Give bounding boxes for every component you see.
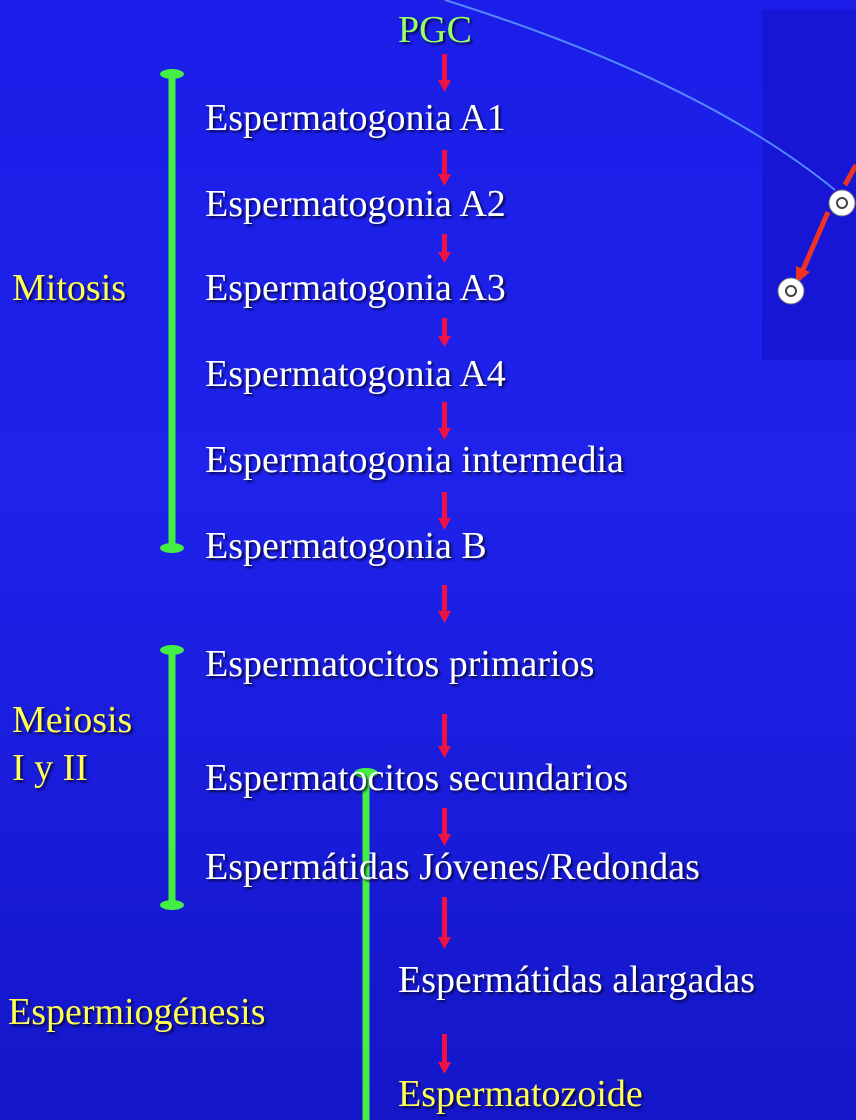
stage-label: Espermatogonia A3 <box>205 266 506 310</box>
phase-label-meiosis: Meiosis <box>12 698 132 742</box>
flow-arrow <box>438 318 451 347</box>
flow-arrow <box>438 585 451 623</box>
mitosis-bracket <box>160 69 184 553</box>
stage-label: Espermatogonia A2 <box>205 182 506 226</box>
stage-label-final: Espermatozoide <box>398 1072 643 1116</box>
stage-label: Espermatogonia B <box>205 524 487 568</box>
phase-label-meiosis-sub: I y II <box>12 746 88 790</box>
stage-label: Espermatocitos secundarios <box>205 756 628 800</box>
flow-arrow <box>438 714 451 758</box>
flow-arrow <box>438 54 451 92</box>
flow-arrow <box>438 1034 451 1074</box>
flow-arrow <box>438 402 451 440</box>
meiosis-bracket <box>160 645 184 910</box>
stage-label: Espermatogonia A4 <box>205 352 506 396</box>
title-pgc: PGC <box>398 8 472 52</box>
flow-arrow <box>438 897 451 949</box>
phase-label-mitosis: Mitosis <box>12 266 126 310</box>
stage-label: Espermátidas Jóvenes/Redondas <box>205 845 700 889</box>
stage-label: Espermátidas alargadas <box>398 958 755 1002</box>
cell-icon <box>778 278 804 304</box>
flow-arrow <box>438 234 451 263</box>
phase-label-spermiogenesis: Espermiogénesis <box>8 990 266 1034</box>
stage-label: Espermatogonia intermedia <box>205 438 624 482</box>
stage-label: Espermatocitos primarios <box>205 642 594 686</box>
flow-arrow <box>438 808 451 846</box>
cell-icon <box>829 190 855 216</box>
inset-panel <box>762 10 856 360</box>
spermiogenesis-bracket <box>354 768 378 1120</box>
flow-arrow <box>438 150 451 186</box>
stage-label: Espermatogonia A1 <box>205 96 506 140</box>
